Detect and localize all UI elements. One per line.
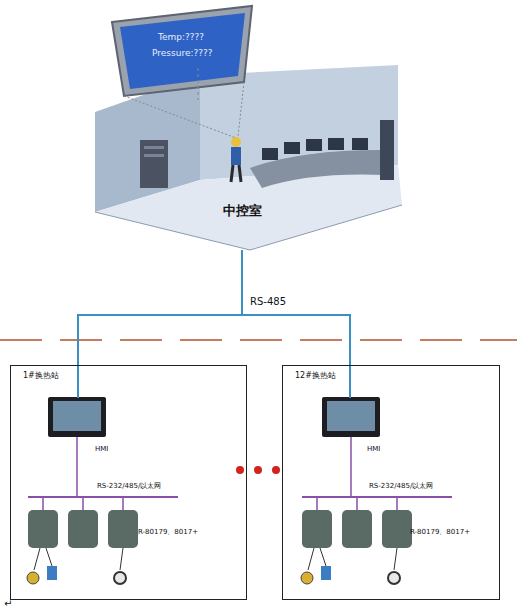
hmi-screen	[327, 401, 375, 431]
station-box: 1#换热站 HMI RS-232/485/以太网 R-80179、8017+	[10, 365, 247, 600]
cabinet-slot	[144, 154, 164, 157]
hmi-panel	[48, 397, 106, 437]
io-module	[302, 510, 332, 548]
monitor	[306, 139, 322, 151]
node-text: 12#换热站	[295, 371, 336, 381]
node-text: HMI	[95, 445, 108, 453]
bus-drop	[350, 437, 352, 497]
io-module	[68, 510, 98, 548]
bus-drop	[356, 497, 358, 510]
sensor-wire	[394, 548, 397, 570]
person-head	[231, 137, 241, 147]
annotation-label: R-80179、8017+	[138, 528, 198, 536]
io-module	[342, 510, 372, 548]
annotation-label: RS-232/485/以太网	[97, 482, 161, 490]
station-equipment	[301, 397, 452, 584]
bus-drop	[76, 437, 78, 497]
node-text: HMI	[367, 445, 380, 453]
node-text: 中控室	[223, 203, 262, 219]
annotation-label: R-80179、8017+	[410, 528, 470, 536]
cabinet-slot	[144, 146, 164, 149]
projection-line	[124, 96, 236, 138]
projection-line	[238, 82, 244, 137]
sensor-wire	[46, 548, 52, 566]
station-equipment	[27, 397, 178, 584]
bus-drop	[122, 497, 124, 510]
sensor-wire	[120, 548, 123, 570]
person-leg	[239, 165, 241, 182]
bus-drop	[316, 497, 318, 510]
connector-line	[198, 68, 199, 100]
bus-drop	[42, 497, 44, 510]
screen-frame	[112, 6, 252, 96]
cabinet	[140, 140, 168, 188]
ellipsis-dot	[236, 466, 244, 474]
ellipsis-dot	[254, 466, 262, 474]
ellipsis-dot	[272, 466, 280, 474]
temperature-sensor	[27, 572, 39, 584]
gauge	[388, 572, 400, 584]
sensor-wire	[34, 548, 40, 570]
bus-drop	[82, 497, 84, 510]
display-screen: Temp:???? Pressure:????	[150, 28, 242, 68]
gauge	[114, 572, 126, 584]
connector-line	[242, 250, 350, 398]
sensor-wire	[320, 548, 326, 566]
io-module	[382, 510, 412, 548]
station-box: 12#换热站 HMI RS-232/485/以太网 R-80179、8017+	[282, 365, 500, 600]
screen-display	[120, 13, 245, 89]
node-text: Temp:????	[158, 32, 204, 43]
node-text: 1#换热站	[23, 371, 59, 381]
annotation-label: RS-232/485/以太网	[369, 482, 433, 490]
pressure-sensor	[47, 566, 57, 580]
temperature-sensor	[301, 572, 313, 584]
edge-label: RS-485	[248, 296, 288, 308]
person-leg	[231, 165, 233, 182]
control-room: 中控室	[95, 100, 405, 250]
hmi-panel	[322, 397, 380, 437]
bus-line	[302, 496, 452, 498]
hmi-node: HMI	[321, 398, 401, 460]
bus-drop	[396, 497, 398, 510]
sensor-wire	[308, 548, 314, 570]
connector-line	[78, 250, 242, 398]
hmi-screen	[53, 401, 101, 431]
cabinet	[380, 120, 394, 180]
monitor	[284, 142, 300, 154]
node-text: Pressure:????	[152, 48, 213, 59]
bus-line	[28, 496, 178, 498]
hmi-node: HMI	[49, 398, 129, 460]
monitor	[352, 138, 368, 150]
monitor	[262, 148, 278, 160]
io-module	[28, 510, 58, 548]
io-module	[108, 510, 138, 548]
annotation-label: ↵	[4, 598, 12, 610]
pressure-sensor	[321, 566, 331, 580]
monitor	[328, 138, 344, 150]
person-body	[231, 147, 241, 165]
